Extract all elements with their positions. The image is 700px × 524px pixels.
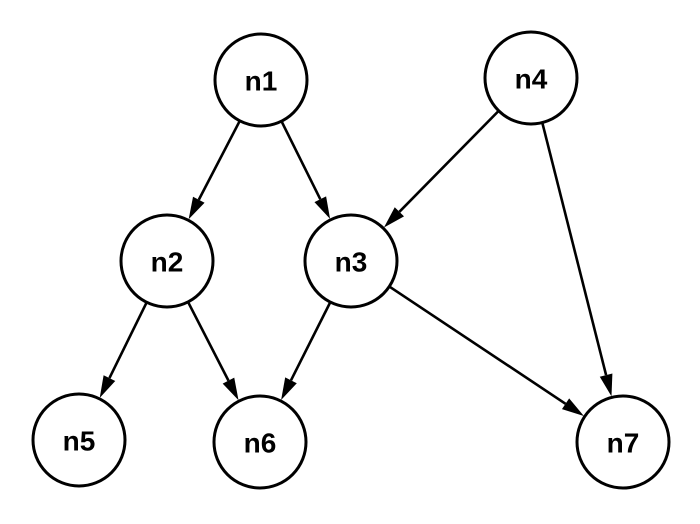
arrowhead-icon bbox=[561, 398, 584, 416]
node-circle bbox=[303, 213, 399, 309]
node-n1: n1 bbox=[213, 32, 309, 128]
edge-n3-n7 bbox=[389, 285, 584, 416]
node-circle bbox=[31, 392, 127, 488]
edge-line bbox=[280, 121, 322, 200]
arrowhead-icon bbox=[99, 375, 116, 398]
node-n4: n4 bbox=[483, 30, 579, 126]
node-label: n5 bbox=[63, 426, 96, 457]
edge-line bbox=[289, 302, 332, 381]
edge-line bbox=[108, 302, 148, 379]
arrowhead-icon bbox=[383, 207, 405, 228]
edge-line bbox=[541, 123, 608, 376]
node-label: n7 bbox=[607, 428, 640, 459]
edge-n1-n3 bbox=[280, 121, 331, 219]
node-n7: n7 bbox=[575, 394, 671, 490]
edge-n2-n6 bbox=[187, 302, 239, 401]
node-n6: n6 bbox=[212, 394, 308, 490]
node-label: n3 bbox=[335, 247, 368, 278]
arrowhead-icon bbox=[222, 377, 239, 401]
arrowhead-icon bbox=[281, 377, 297, 401]
edge-line bbox=[187, 302, 230, 382]
edge-n3-n6 bbox=[281, 302, 332, 401]
edge-line bbox=[197, 121, 241, 201]
node-circle bbox=[119, 213, 215, 309]
node-circle bbox=[212, 394, 308, 490]
node-label: n1 bbox=[245, 66, 278, 97]
edge-n4-n3 bbox=[383, 110, 499, 228]
node-label: n6 bbox=[244, 428, 277, 459]
node-n5: n5 bbox=[31, 392, 127, 488]
edge-line bbox=[398, 110, 499, 213]
arrowhead-icon bbox=[314, 196, 331, 219]
node-label: n4 bbox=[515, 64, 548, 95]
arrowhead-icon bbox=[188, 196, 205, 220]
node-n2: n2 bbox=[119, 213, 215, 309]
edge-n2-n5 bbox=[99, 302, 148, 398]
edge-n1-n2 bbox=[188, 121, 241, 220]
node-label: n2 bbox=[151, 247, 184, 278]
node-circle bbox=[575, 394, 671, 490]
node-n3: n3 bbox=[303, 213, 399, 309]
edge-n4-n7 bbox=[541, 123, 613, 397]
edge-line bbox=[389, 285, 567, 405]
node-circle bbox=[213, 32, 309, 128]
arrowhead-icon bbox=[599, 373, 613, 397]
node-circle bbox=[483, 30, 579, 126]
